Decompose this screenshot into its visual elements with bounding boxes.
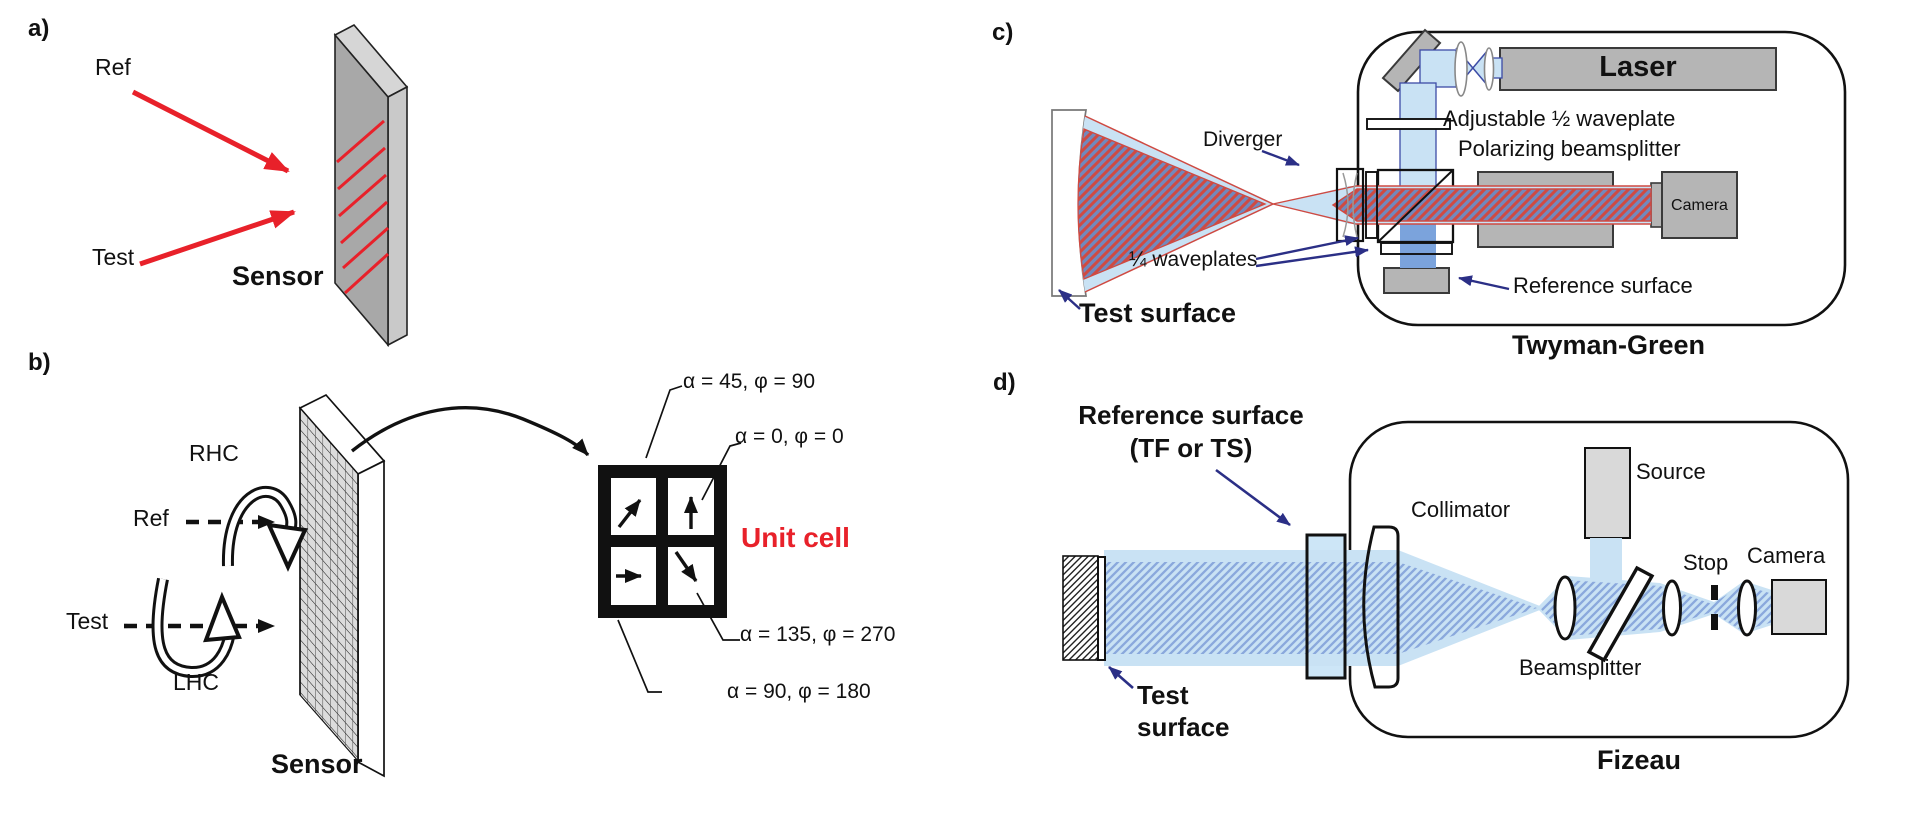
stop-label: Stop — [1683, 550, 1729, 575]
reference-surface-label-d-line2: (TF or TS) — [1129, 433, 1253, 463]
panel-b-sensor-array — [298, 393, 386, 778]
stop-aperture-top — [1711, 585, 1718, 600]
camera-d-box — [1771, 579, 1827, 635]
panel-b-tag: b) — [28, 349, 51, 376]
panel-d-tag: d) — [993, 369, 1016, 396]
cell-label-90-180: α = 90, φ = 180 — [727, 680, 871, 703]
laser-box — [1499, 47, 1777, 91]
relay-lens-1 — [1553, 575, 1577, 641]
quarter-waveplates-label: ¼ waveplates — [1129, 248, 1258, 271]
camera-label-d: Camera — [1747, 543, 1826, 568]
horizontal-interference-beam — [1272, 185, 1652, 225]
unit-cell-polarizer-arrows — [616, 496, 698, 583]
stop-aperture-bottom — [1711, 614, 1718, 630]
fizeau-caption: Fizeau — [1597, 745, 1682, 775]
sensor-to-unitcell-arrow — [350, 406, 590, 457]
test-label-a: Test — [92, 244, 135, 270]
unit-cell-leader-lines — [617, 385, 742, 693]
test-surface-label-d-line1: Test — [1137, 680, 1189, 710]
panel-a-sensor-plate — [333, 23, 409, 348]
cell-label-0-0: α = 0, φ = 0 — [735, 425, 844, 448]
beamsplitter-label-d: Beamsplitter — [1519, 655, 1642, 680]
panel-d-annotation-arrows — [1108, 468, 1291, 689]
test-surface-label-d-line2: surface — [1137, 712, 1230, 742]
cell-label-135-270: α = 135, φ = 270 — [740, 623, 896, 646]
test-surface-d — [1062, 555, 1106, 661]
collimator-lens — [1362, 525, 1400, 689]
panel-c-annotation-arrows — [1058, 149, 1510, 310]
panel-a-tag: a) — [28, 15, 50, 42]
source-label: Source — [1636, 459, 1706, 484]
test-cone-beam — [1077, 115, 1274, 293]
source-box — [1584, 447, 1631, 539]
panel-c-tag: c) — [992, 19, 1014, 46]
panel-a-fringes — [336, 119, 390, 295]
panel-a-beam-arrows — [131, 89, 296, 267]
vertical-beams-c — [1399, 82, 1437, 268]
twyman-green-caption: Twyman-Green — [1512, 330, 1706, 360]
twyman-green-enclosure — [1356, 30, 1847, 327]
cell-label-45-90: α = 45, φ = 90 — [683, 370, 816, 393]
relay-lens-3 — [1737, 579, 1757, 637]
sensor-label-b: Sensor — [271, 749, 363, 779]
camera-label-c: Camera — [1671, 197, 1728, 214]
collimating-lens-1 — [1454, 41, 1468, 97]
fold-mirror — [1381, 28, 1442, 93]
sensor-label-a: Sensor — [232, 261, 324, 291]
adjustable-waveplate-label: Adjustable ½ waveplate — [1443, 106, 1676, 131]
test-label-b: Test — [66, 608, 109, 634]
polarizing-beamsplitter-label: Polarizing beamsplitter — [1458, 136, 1681, 161]
adjustable-half-waveplate — [1366, 118, 1451, 130]
laser-feed-beam — [1419, 41, 1503, 97]
rhc-polarization-loop — [221, 485, 308, 572]
collimating-lens-2 — [1483, 47, 1495, 91]
test-surface-label-c: Test surface — [1079, 298, 1237, 328]
camera-c-box — [1650, 171, 1738, 239]
reference-flat-outline — [1305, 533, 1347, 680]
unit-cell-label: Unit cell — [741, 522, 850, 553]
reference-surface-c-box — [1383, 267, 1450, 294]
diverger-label: Diverger — [1203, 128, 1283, 151]
rhc-label: RHC — [189, 440, 239, 466]
lhc-polarization-loop — [151, 577, 242, 678]
reference-surface-label-c: Reference surface — [1513, 273, 1693, 298]
reference-surface-label-d-line1: Reference surface — [1078, 400, 1304, 430]
quarter-waveplate-vertical — [1365, 171, 1378, 239]
collimator-label: Collimator — [1411, 497, 1511, 522]
lhc-label: LHC — [173, 669, 220, 695]
relay-lens-2 — [1662, 579, 1682, 637]
laser-label: Laser — [1599, 51, 1677, 83]
ref-label-b: Ref — [133, 505, 169, 531]
ref-label-a: Ref — [95, 54, 131, 80]
fizeau-optics — [1553, 565, 1827, 663]
beamsplitter-plate — [1586, 565, 1655, 663]
beamsplitter-diagonal — [1377, 169, 1454, 243]
